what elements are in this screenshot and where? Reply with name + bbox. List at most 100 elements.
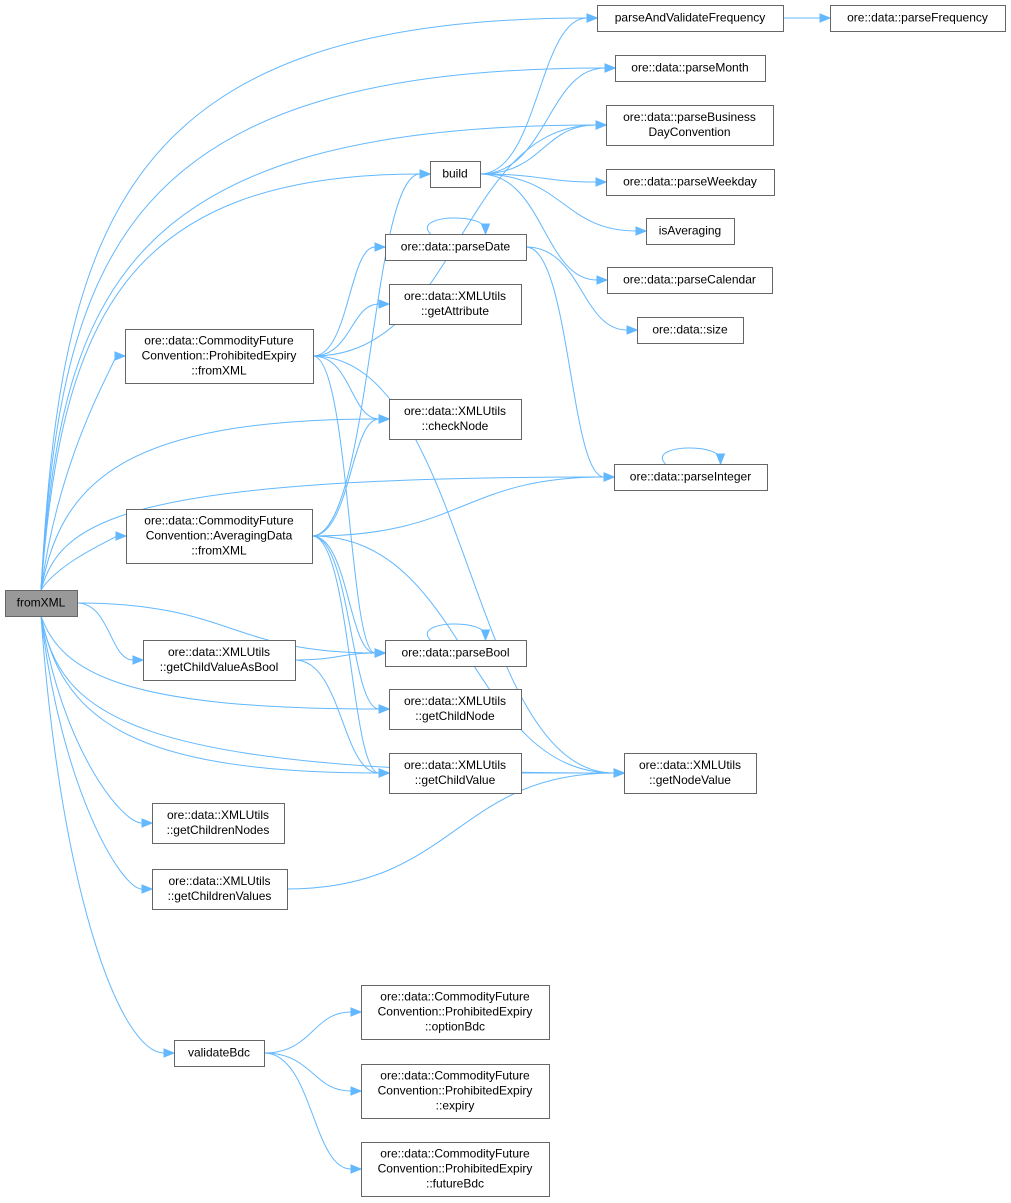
edge-line [40, 476, 605, 591]
edge-fromXML-to-gcvalues [40, 615, 154, 894]
node-pcal[interactable]: ore::data::parseCalendar [607, 267, 773, 294]
node-box [389, 689, 522, 730]
node-pint[interactable]: ore::data::parseInteger [614, 464, 768, 491]
edge-line [311, 476, 605, 537]
edge-line [479, 173, 597, 183]
node-label: ore::data::XMLUtils [404, 404, 506, 418]
edge-line [40, 615, 165, 1054]
node-label: ore::data::parseFrequency [847, 11, 988, 25]
edge-pefromxml-to-pbool [312, 355, 387, 658]
node-pfreq[interactable]: ore::data::parseFrequency [830, 5, 1006, 32]
node-label: ore::data::XMLUtils [404, 289, 506, 303]
node-pmonth[interactable]: ore::data::parseMonth [615, 55, 766, 82]
edge-line [294, 659, 380, 774]
node-gcnodes[interactable]: ore::data::XMLUtils::getChildrenNodes [152, 803, 285, 844]
edges-layer [40, 13, 832, 1174]
node-build[interactable]: build [430, 161, 481, 188]
node-label: ore::data::XMLUtils [167, 808, 269, 822]
node-size[interactable]: ore::data::size [637, 317, 744, 344]
edge-line [76, 602, 376, 654]
node-box [637, 317, 744, 344]
arrowhead-icon [163, 1048, 176, 1058]
edge-pbool-to-pbool [426, 623, 491, 642]
edge-line [40, 615, 380, 774]
node-box [624, 753, 757, 794]
node-gcvalues[interactable]: ore::data::XMLUtils::getChildrenValues [152, 869, 288, 910]
edge-adfromxml-to-pint [311, 472, 616, 537]
edge-line [311, 535, 380, 774]
edge-build-to-pcal [479, 173, 609, 285]
edge-line [312, 303, 380, 357]
arrowhead-icon [141, 818, 154, 828]
node-label: Convention::ProhibitedExpiry [378, 1084, 533, 1098]
arrowhead-icon [374, 242, 387, 252]
node-fromXML[interactable]: fromXML [5, 590, 78, 617]
edge-adfromxml-to-pbool [311, 535, 387, 658]
node-optbdc[interactable]: ore::data::CommodityFutureConvention::Pr… [361, 985, 550, 1040]
node-pweekday[interactable]: ore::data::parseWeekday [606, 169, 775, 196]
node-box [615, 55, 766, 82]
node-label: build [442, 167, 467, 181]
node-box [174, 1040, 265, 1067]
edge-line [479, 67, 606, 175]
edge-line [40, 355, 116, 591]
node-box [389, 753, 522, 794]
node-adfromxml[interactable]: ore::data::CommodityFutureConvention::Av… [126, 509, 313, 564]
edge-adfromxml-to-checknode [311, 414, 391, 537]
node-label: DayConvention [648, 125, 730, 139]
arrowhead-icon [596, 275, 609, 285]
node-label: Convention::ProhibitedExpiry [378, 1005, 533, 1019]
edge-pdate-to-size [525, 246, 639, 335]
edge-vbdc-to-futbdc [263, 1052, 363, 1174]
node-pavf[interactable]: parseAndValidateFrequency [597, 5, 784, 32]
node-label: ore::data::parseMonth [631, 61, 748, 75]
arrowhead-icon [132, 655, 145, 665]
node-label: Convention::AveragingData [146, 529, 293, 543]
edge-line [426, 217, 487, 235]
edge-line [311, 535, 376, 654]
node-expiry[interactable]: ore::data::CommodityFutureConvention::Pr… [361, 1064, 550, 1119]
edge-line [40, 67, 606, 591]
node-box [385, 640, 527, 667]
node-label: ::getChildrenValues [168, 889, 272, 903]
arrowhead-icon [626, 325, 639, 335]
node-vbdc[interactable]: validateBdc [174, 1040, 265, 1067]
node-gcvab[interactable]: ore::data::XMLUtils::getChildValueAsBool [143, 640, 296, 681]
edge-line [263, 1052, 352, 1092]
edge-line [525, 246, 605, 478]
node-pdate[interactable]: ore::data::parseDate [385, 234, 527, 261]
node-futbdc[interactable]: ore::data::CommodityFutureConvention::Pr… [361, 1142, 550, 1197]
edge-line [312, 355, 615, 774]
arrowhead-icon [141, 884, 154, 894]
edge-line [40, 615, 380, 710]
arrowhead-icon [378, 414, 391, 424]
arrowhead-icon [114, 351, 127, 361]
node-label: ::fromXML [191, 544, 247, 558]
edge-vbdc-to-optbdc [263, 1007, 363, 1054]
node-label: isAveraging [659, 224, 721, 238]
node-box [125, 329, 314, 384]
node-label: ore::data::CommodityFuture [144, 334, 294, 348]
node-pefromxml[interactable]: ore::data::CommodityFutureConvention::Pr… [125, 329, 314, 384]
node-checknode[interactable]: ore::data::XMLUtils::checkNode [389, 399, 522, 440]
edge-gcvab-to-pbool [294, 648, 387, 661]
node-box [5, 590, 78, 617]
node-gcnode[interactable]: ore::data::XMLUtils::getChildNode [389, 689, 522, 730]
edge-line [312, 355, 376, 654]
node-label: ::getChildNode [415, 709, 495, 723]
node-box [126, 509, 313, 564]
arrowhead-icon [613, 768, 626, 778]
node-gcvalue[interactable]: ore::data::XMLUtils::getChildValue [389, 753, 522, 794]
node-box [361, 1142, 550, 1197]
node-label: ore::data::CommodityFuture [380, 1147, 530, 1161]
edge-pefromxml-to-getattr [312, 299, 391, 357]
node-gnvalue[interactable]: ore::data::XMLUtils::getNodeValue [624, 753, 757, 794]
edge-line [525, 246, 628, 331]
node-pbool[interactable]: ore::data::parseBool [385, 640, 527, 667]
node-getattr[interactable]: ore::data::XMLUtils::getAttribute [389, 284, 522, 325]
node-isavg[interactable]: isAveraging [646, 218, 735, 245]
edge-line [40, 124, 597, 591]
edge-line [40, 535, 117, 591]
